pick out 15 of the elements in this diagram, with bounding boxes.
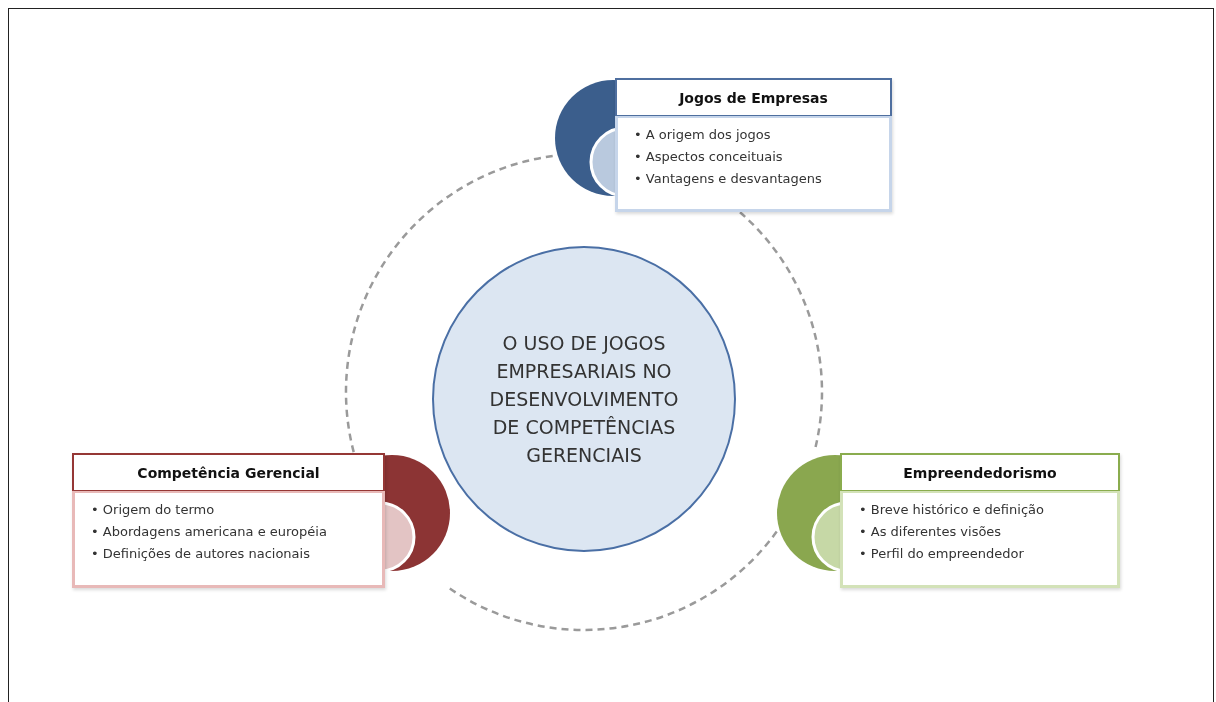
bullet-item: • Origem do termo [91, 501, 215, 519]
center-title: O USO DE JOGOS EMPRESARIAIS NO DESENVOLVIMENTO DE COMPETÊNCIAS GERENCIAIS [488, 331, 680, 468]
dashed-connector [449, 530, 778, 631]
bullet-item: • A origem dos jogos [634, 126, 771, 144]
bullet-item: • Perfil do empreendedor [859, 545, 1024, 563]
card-heading: Jogos de Empresas [615, 78, 892, 116]
bullet-item: • Abordagens americana e européia [91, 523, 327, 541]
bullet-item: • Definições de autores nacionais [91, 545, 310, 563]
bullet-item: • Breve histórico e definição [859, 501, 1044, 519]
card-heading: Empreendedorismo [840, 453, 1120, 491]
card-heading: Competência Gerencial [72, 453, 385, 491]
bullet-item: • Aspectos conceituais [634, 148, 783, 166]
bullet-item: • As diferentes visões [859, 523, 1002, 541]
dashed-connector [344, 154, 556, 453]
bullet-item: • Vantagens e desvantagens [634, 170, 822, 188]
